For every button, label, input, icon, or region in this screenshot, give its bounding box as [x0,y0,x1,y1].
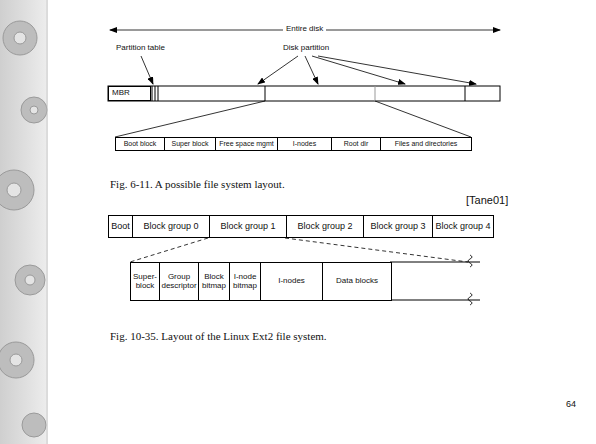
partition-divider [465,86,466,101]
node-text: Root dir [344,140,369,148]
partition-region: Free space mgmt [215,137,278,151]
node-text: Group descriptor [161,273,197,291]
partition-divider [375,86,376,101]
node-text: Boot [111,222,130,232]
node-text: MBR [112,89,130,98]
block-group: Boot [108,215,133,238]
gear-hub [10,354,22,366]
node-text: Block group 0 [143,222,198,232]
citation: [Tane01] [466,194,508,207]
group-region: I-nodes [260,262,323,301]
gear [22,413,46,437]
partition-region: Root dir [331,137,381,151]
partition-divider [265,86,266,101]
group-region: I-node bitmap [229,262,261,301]
node-text: Boot block [124,140,157,148]
group-region: Super- block [130,262,160,301]
callout-label: Partition table [116,43,165,53]
node-text: Free space mgmt [219,140,273,148]
partition-region: Files and directories [380,137,472,151]
partition-region: Boot block [115,137,165,151]
partition-region: Super block [164,137,216,151]
block-group: Block group 0 [132,215,210,238]
strip-edge [47,0,48,444]
gear-hub [7,183,21,197]
side-strip [0,0,46,444]
gear [15,265,45,295]
expansion-line [115,101,265,137]
pointer-arrow [258,56,298,84]
group-outline [390,300,480,301]
group-region: Block bitmap [198,262,230,301]
block-group: Block group 4 [432,215,494,238]
pointer-arrow [305,56,318,84]
pointer-arrow [141,56,153,84]
expansion-line [375,101,471,137]
gear-hub [30,106,38,114]
node-text: Block group 4 [435,222,490,232]
node-text: Super block [172,140,209,148]
group-region: Data blocks [322,262,392,301]
pointer-arrow [312,56,405,84]
partition-table-line [158,86,159,101]
block-group: Block group 2 [286,215,364,238]
group-outline [390,262,480,263]
figure-caption: Fig. 6-11. A possible file system layout… [110,178,285,191]
dashed-expansion-line [130,238,208,262]
node-text: Super- block [132,273,158,291]
gear [0,342,34,378]
partition-table-line [152,86,153,101]
partition-table-line [155,86,156,101]
callout-label: Disk partition [283,43,329,53]
slide-number: 64 [566,399,576,410]
dashed-expansion-line [285,238,468,262]
block-group: Block group 3 [363,215,433,238]
block-group: Block group 1 [209,215,287,238]
gear-hub [25,275,35,285]
gear-hub [14,32,26,44]
node-text: I-nodes [278,277,305,286]
node-text: Block bitmap [200,273,228,291]
pointer-arrow [318,56,476,84]
node-text: Block group 3 [370,222,425,232]
break-mark [468,293,472,305]
node-text: Data blocks [336,277,378,286]
group-region: Group descriptor [159,262,199,301]
gear [21,97,47,123]
dimension-label: Entire disk [283,24,326,34]
figure-caption: Fig. 10-35. Layout of the Linux Ext2 fil… [110,330,327,343]
node-text: I-node bitmap [231,273,259,291]
disk-bar [108,86,500,101]
gear [0,170,34,210]
node-text: Block group 2 [297,222,352,232]
gear [3,21,37,55]
node-text: I-nodes [293,140,316,148]
break-mark [468,255,472,267]
gear-decoration [0,21,47,437]
mbr-cell: MBR [108,86,151,101]
partition-region: I-nodes [277,137,332,151]
node-text: Files and directories [395,140,458,148]
node-text: Block group 1 [220,222,275,232]
